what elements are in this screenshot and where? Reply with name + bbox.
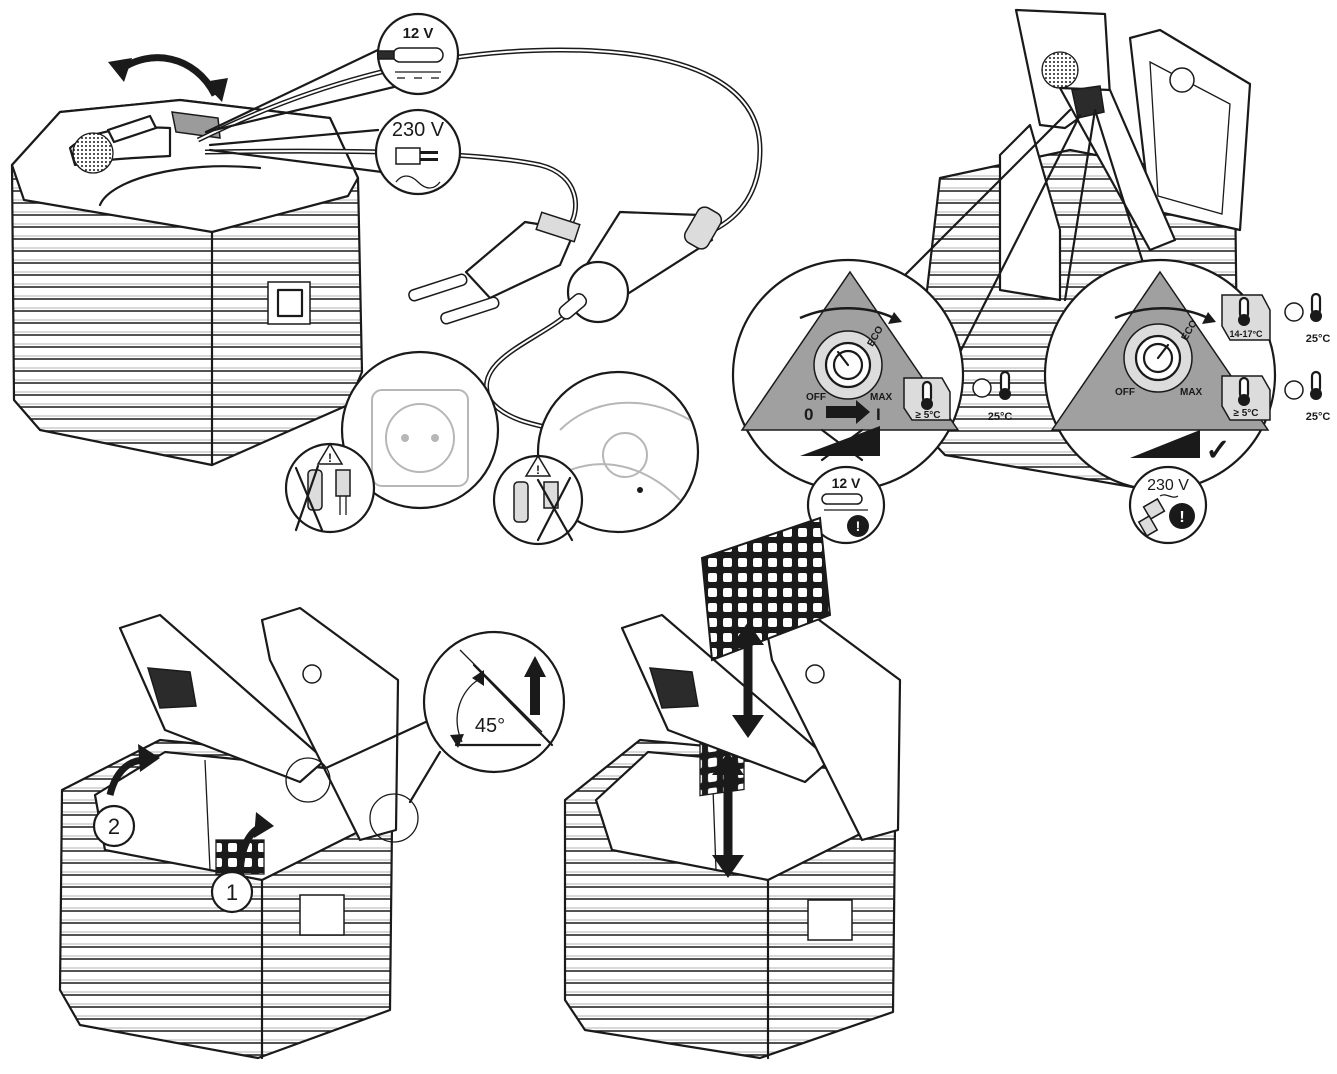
knob-detail-left: OFF MAX ECO 0 I bbox=[733, 260, 963, 490]
sun-icon bbox=[973, 379, 991, 397]
ambient-right-top: 25°C bbox=[1285, 294, 1330, 345]
step-2-badge: 2 bbox=[94, 806, 134, 846]
callout-230v: 230 V bbox=[376, 110, 460, 194]
ac-voltage-label: 230 V bbox=[392, 119, 445, 141]
warning-12v-label: 12 V bbox=[832, 475, 861, 491]
knob-off-label: OFF bbox=[806, 392, 826, 403]
cooler-top-left bbox=[12, 100, 362, 465]
setting-badge-right-top: 14-17°C bbox=[1222, 295, 1270, 340]
ok-check-icon: ✓ bbox=[1205, 434, 1230, 467]
knob-max-label: MAX bbox=[1180, 387, 1203, 398]
rotate-arrow-icon bbox=[108, 58, 228, 102]
car-socket-panel: ! bbox=[494, 372, 698, 544]
svg-text:!: ! bbox=[856, 518, 861, 534]
dc-voltage-label: 12 V bbox=[403, 25, 434, 42]
car-plug-icon bbox=[557, 204, 724, 322]
ambient-temp-right-bottom: 25°C bbox=[1306, 411, 1331, 423]
euro-plug-icon bbox=[408, 212, 580, 325]
car-warning-badge: ! bbox=[494, 456, 582, 544]
callout-12v: 12 V bbox=[378, 14, 458, 94]
ambient-right-bottom: 25°C bbox=[1285, 372, 1330, 423]
sun-icon bbox=[1285, 381, 1303, 399]
socket-warning-badge: ! bbox=[286, 444, 374, 532]
svg-text:!: ! bbox=[328, 451, 332, 465]
switch-one-label: I bbox=[876, 405, 881, 424]
step-2-label: 2 bbox=[108, 814, 120, 839]
svg-text:!: ! bbox=[536, 463, 540, 477]
setting-temp-right-bottom: ≥ 5°C bbox=[1233, 408, 1258, 419]
svg-text:!: ! bbox=[1179, 509, 1184, 526]
arrow-icon bbox=[530, 675, 540, 715]
angle-detail: 45° bbox=[424, 632, 564, 772]
angle-label: 45° bbox=[475, 715, 505, 737]
warning-230v-label: 230 V bbox=[1147, 477, 1189, 494]
setting-temp-left: ≥ 5°C bbox=[915, 410, 940, 421]
warning-230v-badge: 230 V ! bbox=[1130, 467, 1206, 543]
step-1-label: 1 bbox=[226, 880, 238, 905]
setting-temp-right-top: 14-17°C bbox=[1229, 329, 1263, 339]
knob-off-label: OFF bbox=[1115, 387, 1135, 398]
switch-zero-label: 0 bbox=[804, 405, 813, 424]
setting-badge-right-bottom: ≥ 5°C bbox=[1222, 376, 1270, 420]
sun-icon bbox=[1285, 303, 1303, 321]
ambient-temp-right-top: 25°C bbox=[1306, 333, 1331, 345]
setting-badge-left: ≥ 5°C bbox=[904, 378, 950, 421]
knob-max-label: MAX bbox=[870, 392, 893, 403]
step-1-badge: 1 bbox=[212, 872, 252, 912]
ambient-temp-left: 25°C bbox=[988, 411, 1013, 423]
